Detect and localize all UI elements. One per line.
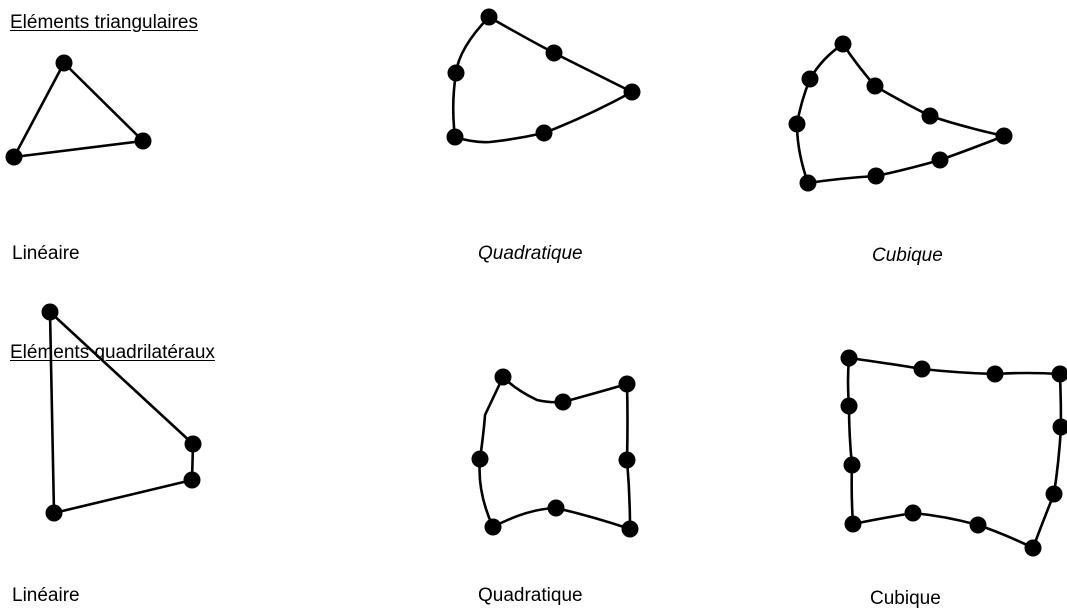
triangle-quadratic-node bbox=[480, 8, 498, 26]
triangle-quadratic-caption: Quadratique bbox=[478, 243, 583, 264]
quad-quadratic-node bbox=[547, 499, 565, 517]
triangle-quadratic-outline bbox=[451, 15, 634, 144]
quad-cubic-node bbox=[969, 516, 987, 534]
triangle-linear-outline bbox=[12, 61, 145, 159]
triangle-quadratic-node bbox=[447, 64, 465, 82]
triangle-cubic-node bbox=[995, 127, 1013, 145]
quad-cubic-caption: Cubique bbox=[870, 588, 941, 609]
quad-quadratic-node bbox=[484, 518, 502, 536]
triangle-cubic-node bbox=[834, 35, 852, 53]
quad-linear-outline bbox=[48, 310, 195, 515]
triangle-linear-node bbox=[5, 148, 23, 166]
quadrilateral-elements-heading: Eléments quadrilatéraux bbox=[10, 342, 215, 363]
triangle-quadratic-node bbox=[535, 124, 553, 142]
quad-cubic-outline bbox=[846, 356, 1063, 550]
triangle-cubic-node bbox=[788, 115, 806, 133]
quad-quadratic-node bbox=[494, 368, 512, 386]
triangle-cubic-node bbox=[931, 151, 949, 169]
quad-cubic-node bbox=[840, 349, 858, 367]
quad-cubic-node bbox=[986, 365, 1004, 383]
quad-quadratic-caption: Quadratique bbox=[478, 585, 583, 606]
triangle-quadratic-node bbox=[446, 128, 464, 146]
quad-quadratic-node bbox=[621, 520, 639, 538]
quad-linear-node bbox=[45, 504, 63, 522]
triangle-quadratic-node bbox=[623, 83, 641, 101]
triangle-cubic-caption: Cubique bbox=[872, 245, 943, 266]
quad-quadratic-node bbox=[618, 375, 636, 393]
triangle-cubic-node bbox=[867, 167, 885, 185]
quad-cubic-node bbox=[1024, 539, 1042, 557]
quad-quadratic-node bbox=[554, 393, 572, 411]
quad-linear-caption: Linéaire bbox=[12, 585, 80, 606]
quad-cubic-node bbox=[1045, 485, 1063, 503]
triangle-cubic-node bbox=[799, 174, 817, 192]
quad-cubic-node bbox=[904, 504, 922, 522]
quad-cubic-node bbox=[843, 456, 861, 474]
triangle-cubic-node bbox=[801, 70, 819, 88]
triangular-elements-heading: Eléments triangulaires bbox=[10, 12, 198, 33]
quad-cubic-node bbox=[1052, 418, 1067, 436]
quad-linear-node bbox=[41, 303, 59, 321]
triangle-cubic-node bbox=[866, 77, 884, 95]
triangle-quadratic-node bbox=[545, 44, 563, 62]
quad-linear-node bbox=[183, 471, 201, 489]
quad-cubic-node bbox=[913, 360, 931, 378]
quad-cubic-node bbox=[840, 397, 858, 415]
quad-quadratic-node bbox=[471, 450, 489, 468]
triangle-cubic-outline bbox=[795, 42, 1006, 185]
triangle-linear-caption: Linéaire bbox=[12, 243, 80, 264]
triangle-cubic-node bbox=[921, 107, 939, 125]
quad-cubic-node bbox=[1051, 365, 1067, 383]
quad-quadratic-node bbox=[618, 451, 636, 469]
quad-cubic-node bbox=[844, 515, 862, 533]
triangle-linear-node bbox=[134, 132, 152, 150]
triangle-linear-node bbox=[55, 54, 73, 72]
quad-linear-node bbox=[184, 435, 202, 453]
